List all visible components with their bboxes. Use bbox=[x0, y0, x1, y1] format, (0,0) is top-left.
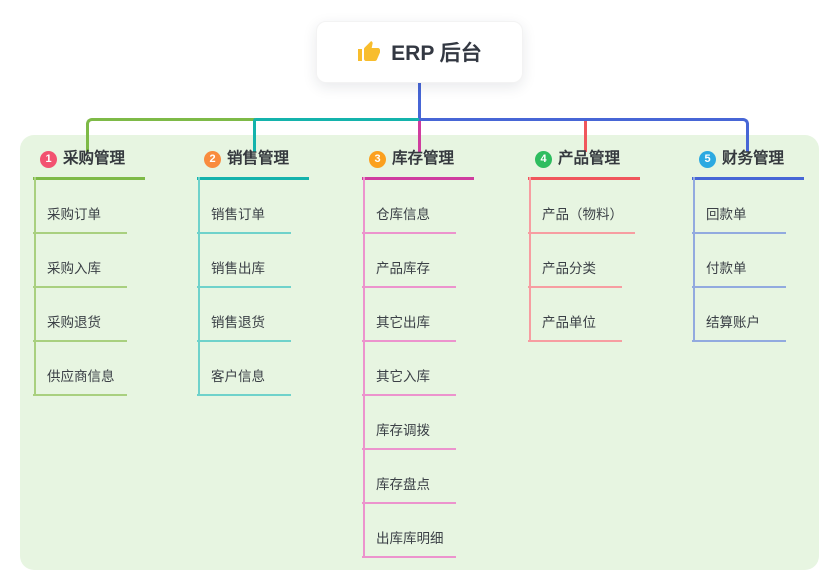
item-label: 付款单 bbox=[706, 261, 747, 276]
branch-2-header[interactable]: 2 销售管理 bbox=[197, 148, 309, 180]
branch-3-item[interactable]: 仓库信息 bbox=[362, 180, 456, 234]
item-label: 产品（物料） bbox=[542, 207, 623, 222]
branch-4-item[interactable]: 产品单位 bbox=[528, 288, 622, 342]
root-title: ERP 后台 bbox=[391, 42, 482, 65]
branches-panel bbox=[20, 135, 819, 570]
branch-3: 3 库存管理 仓库信息产品库存其它出库其它入库库存调拨库存盘点出库库明细 bbox=[362, 148, 474, 558]
branch-3-item[interactable]: 库存盘点 bbox=[362, 450, 456, 504]
branch-3-connector bbox=[417, 121, 422, 152]
branch-number-badge: 5 bbox=[699, 150, 716, 168]
branch-title: 财务管理 bbox=[722, 150, 785, 167]
item-label: 其它出库 bbox=[376, 315, 430, 330]
thumbs-up-icon bbox=[357, 40, 381, 64]
branch-items: 产品（物料） 产品分类产品单位 bbox=[528, 180, 640, 342]
item-label: 客户信息 bbox=[211, 369, 265, 384]
branch-items: 采购订单采购入库采购退货供应商信息 bbox=[33, 180, 145, 396]
branch-2: 2 销售管理 销售订单销售出库销售退货客户信息 bbox=[197, 148, 309, 396]
branch-number-badge: 3 bbox=[369, 150, 386, 168]
branch-items: 回款单付款单结算账户 bbox=[692, 180, 804, 342]
branch-1: 1 采购管理 采购订单采购入库采购退货供应商信息 bbox=[33, 148, 145, 396]
branch-4-header[interactable]: 4 产品管理 bbox=[528, 148, 640, 180]
branch-4-connector bbox=[583, 121, 587, 152]
item-label: 出库库明细 bbox=[376, 531, 444, 546]
branch-1-item[interactable]: 采购退货 bbox=[33, 288, 127, 342]
branch-title: 产品管理 bbox=[558, 150, 621, 167]
item-label: 供应商信息 bbox=[47, 369, 115, 384]
branch-2-item[interactable]: 销售退货 bbox=[197, 288, 291, 342]
branch-subtree-connector bbox=[528, 177, 531, 341]
item-label: 其它入库 bbox=[376, 369, 430, 384]
branch-3-item[interactable]: 其它出库 bbox=[362, 288, 456, 342]
root-node[interactable]: ERP 后台 bbox=[316, 21, 523, 83]
branch-3-header[interactable]: 3 库存管理 bbox=[362, 148, 474, 180]
branch-items: 销售订单销售出库销售退货客户信息 bbox=[197, 180, 309, 396]
branch-3-item[interactable]: 其它入库 bbox=[362, 342, 456, 396]
branch-title: 采购管理 bbox=[63, 150, 126, 167]
item-label: 产品单位 bbox=[542, 315, 596, 330]
branch-1-header[interactable]: 1 采购管理 bbox=[33, 148, 145, 180]
branch-5: 5 财务管理 回款单付款单结算账户 bbox=[692, 148, 804, 342]
branch-3-item[interactable]: 出库库明细 bbox=[362, 504, 456, 558]
item-label: 销售订单 bbox=[211, 207, 265, 222]
branch-2-connector bbox=[253, 118, 420, 152]
branch-subtree-connector bbox=[692, 177, 695, 341]
branch-2-item[interactable]: 客户信息 bbox=[197, 342, 291, 396]
branch-1-connector bbox=[86, 118, 255, 152]
branch-number-badge: 2 bbox=[204, 150, 221, 168]
branch-items: 仓库信息产品库存其它出库其它入库库存调拨库存盘点出库库明细 bbox=[362, 180, 474, 558]
branch-5-item[interactable]: 付款单 bbox=[692, 234, 786, 288]
branch-3-item[interactable]: 库存调拨 bbox=[362, 396, 456, 450]
trunk-connector bbox=[417, 82, 421, 122]
branch-3-item[interactable]: 产品库存 bbox=[362, 234, 456, 288]
branch-number-badge: 1 bbox=[40, 150, 57, 168]
item-label: 仓库信息 bbox=[376, 207, 430, 222]
item-label: 采购订单 bbox=[47, 207, 101, 222]
item-label: 库存调拨 bbox=[376, 423, 430, 438]
branch-5-header[interactable]: 5 财务管理 bbox=[692, 148, 804, 180]
branch-2-item[interactable]: 销售出库 bbox=[197, 234, 291, 288]
item-label: 回款单 bbox=[706, 207, 747, 222]
branch-2-item[interactable]: 销售订单 bbox=[197, 180, 291, 234]
item-label: 产品分类 bbox=[542, 261, 596, 276]
branch-5-item[interactable]: 回款单 bbox=[692, 180, 786, 234]
branch-title: 销售管理 bbox=[227, 150, 290, 167]
branch-1-item[interactable]: 供应商信息 bbox=[33, 342, 127, 396]
item-label: 销售退货 bbox=[211, 315, 265, 330]
branch-4-item[interactable]: 产品（物料） bbox=[528, 180, 635, 234]
branch-title: 库存管理 bbox=[392, 150, 455, 167]
branch-5-item[interactable]: 结算账户 bbox=[692, 288, 786, 342]
item-label: 结算账户 bbox=[706, 315, 760, 330]
item-label: 销售出库 bbox=[211, 261, 265, 276]
branch-number-badge: 4 bbox=[535, 150, 552, 168]
item-label: 采购退货 bbox=[47, 315, 101, 330]
item-label: 库存盘点 bbox=[376, 477, 430, 492]
item-label: 采购入库 bbox=[47, 261, 101, 276]
branch-subtree-connector bbox=[362, 177, 365, 557]
item-label: 产品库存 bbox=[376, 261, 430, 276]
branch-5-connector bbox=[419, 118, 749, 152]
branch-4: 4 产品管理 产品（物料） 产品分类产品单位 bbox=[528, 148, 640, 342]
branch-1-item[interactable]: 采购订单 bbox=[33, 180, 127, 234]
branch-1-item[interactable]: 采购入库 bbox=[33, 234, 127, 288]
branch-4-item[interactable]: 产品分类 bbox=[528, 234, 622, 288]
